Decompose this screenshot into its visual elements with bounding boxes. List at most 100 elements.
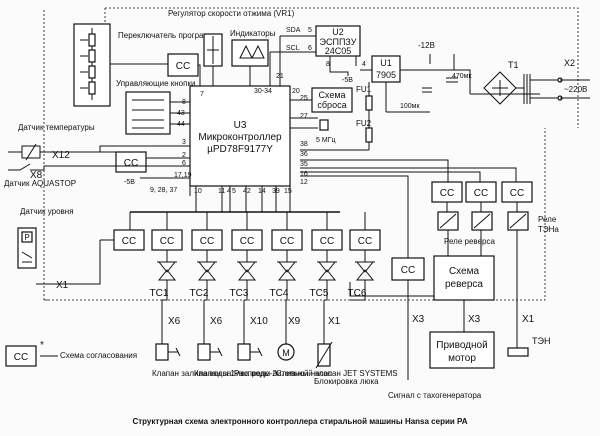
heater-relay-line2: ТЭНа: [538, 225, 559, 234]
eeprom-power: [329, 56, 357, 76]
sda-line: [279, 35, 316, 86]
regulator-u1: [371, 55, 401, 83]
reset-line2: сброса: [317, 100, 346, 110]
cc-tc4-label: CC: [280, 236, 294, 247]
connector-x3-motor: X3: [468, 314, 481, 325]
board-boundary-top: [105, 7, 579, 128]
triac-tc1: [157, 261, 177, 301]
cc-tacho-label: CC: [401, 265, 415, 276]
mcu-pin-16: 16: [300, 171, 308, 178]
reverse-block: [433, 255, 495, 301]
transformer-t1: T1: [508, 60, 519, 70]
mcu-pin-9-28-37: 9, 28, 37: [150, 187, 177, 194]
temp-direct: [99, 145, 190, 152]
mcu-line1: Микроконтроллер: [198, 132, 282, 143]
mains-label: ~220В: [564, 85, 587, 94]
triac-tc3-label: TC3: [230, 288, 249, 299]
heater-relay-line1: Реле: [538, 215, 557, 224]
mcu-pin-10: 10: [194, 188, 202, 195]
connector-x10: X10: [250, 316, 268, 327]
motor-line2: мотор: [448, 353, 476, 364]
fuse-fu1: FU1: [356, 85, 372, 94]
connector-x1-left: X1: [56, 280, 69, 291]
eeprom-pin4: 4: [362, 61, 366, 68]
mcu-to-cc-tacho: [300, 175, 409, 258]
level-symbol: P: [24, 233, 29, 242]
relays-to-reverse: [447, 230, 482, 256]
mcu-block: [189, 85, 291, 187]
legend-cc-box: [5, 345, 37, 367]
connector-x1-lock: X1: [328, 316, 341, 327]
mcu-pin-2: 2: [182, 152, 186, 159]
board-boundary-bottom: [44, 128, 546, 301]
eeprom-scl: SCL: [286, 45, 300, 52]
legend-star: *: [40, 340, 44, 351]
mcu-pin-17-19: 17,19: [174, 172, 192, 179]
supply-line-1: [360, 69, 540, 95]
tacho-line: Сигнал с тахогенератора: [388, 391, 482, 400]
triac-tc5: [317, 261, 337, 301]
eeprom-minus5: -5В: [342, 77, 353, 84]
mcu-pin-35: 35: [300, 161, 308, 168]
speed-regulator-wiper: [207, 36, 219, 64]
temp-sensor-label: Датчик температуры: [18, 123, 95, 132]
fuse2: [365, 127, 373, 143]
mcu-bottom-wires: [195, 186, 291, 212]
mcu-pin-25: 25: [300, 95, 308, 102]
cc-program-to-mcu: [198, 64, 201, 86]
transformer-core: [523, 74, 531, 104]
cc-to-relays: [446, 202, 518, 212]
cc-relay-3-label: CC: [510, 188, 524, 199]
cc-relay-1-label: CC: [440, 188, 454, 199]
motor-block: [429, 331, 495, 369]
relay-coils: [439, 213, 527, 229]
cc-tc5-label: CC: [320, 236, 334, 247]
supply-taps: [429, 54, 455, 70]
mcu-pin-12: 12: [300, 179, 308, 186]
transformer-secondary: [530, 79, 560, 99]
supply-minus12: -12В: [418, 41, 435, 50]
pump-icon: M: [282, 348, 290, 358]
fuse1: [365, 95, 373, 111]
led-icon: [239, 44, 265, 59]
pump-symbol: M: [277, 300, 295, 361]
board-boundary-left: [43, 10, 50, 301]
connector-x6-valve2: X6: [210, 316, 223, 327]
indicators-label: Индикаторы: [230, 29, 276, 38]
reverse-relay-label: Реле реверса: [444, 237, 495, 246]
mcu-pin-36: 36: [300, 151, 308, 158]
motor-line1: Приводной: [436, 340, 487, 351]
level-sensor-label: Датчик уровня: [20, 207, 74, 216]
triac-tc3: [237, 261, 257, 301]
mcu-pin-4: 4: [227, 188, 231, 195]
connector-x9: X9: [288, 316, 301, 327]
lock-label: Блокировка люка: [314, 377, 379, 386]
level-wire: [36, 240, 101, 285]
mcu-pin-15: 15: [284, 188, 292, 195]
control-buttons-label: Управляющие кнопки: [116, 79, 195, 88]
distributor-label: Распреде-лительный клапан JET SYSTEMS: [234, 369, 398, 378]
connector-x12: X12: [52, 150, 70, 161]
triac-tc4-label: TC4: [270, 288, 289, 299]
reset-line1: Схема: [318, 90, 345, 100]
mcu-pin-5: 5: [232, 188, 236, 195]
legend-text: Схема согласования: [60, 351, 137, 360]
connector-x1-heater: X1: [522, 314, 535, 325]
mcu-pin-42: 42: [243, 188, 251, 195]
cc-tc6-label: CC: [358, 236, 372, 247]
control-buttons-block: [125, 91, 171, 135]
resistor-ladder: [80, 28, 96, 100]
capacitors: [422, 77, 458, 93]
speed-regulator-label: Регулятор скорости отжима (VR1): [168, 9, 295, 18]
cc-temp-label: CC: [124, 158, 138, 169]
pump-label: Сливной насос: [276, 369, 332, 378]
cc-program-label: CC: [176, 61, 190, 72]
crystal-leads: [290, 117, 318, 129]
connector-x8: X8: [30, 170, 43, 181]
eeprom-name: ЭСППЗУ: [320, 37, 357, 47]
triac-tc2-label: TC2: [190, 288, 209, 299]
eeprom-pin5: 5: [308, 27, 312, 34]
